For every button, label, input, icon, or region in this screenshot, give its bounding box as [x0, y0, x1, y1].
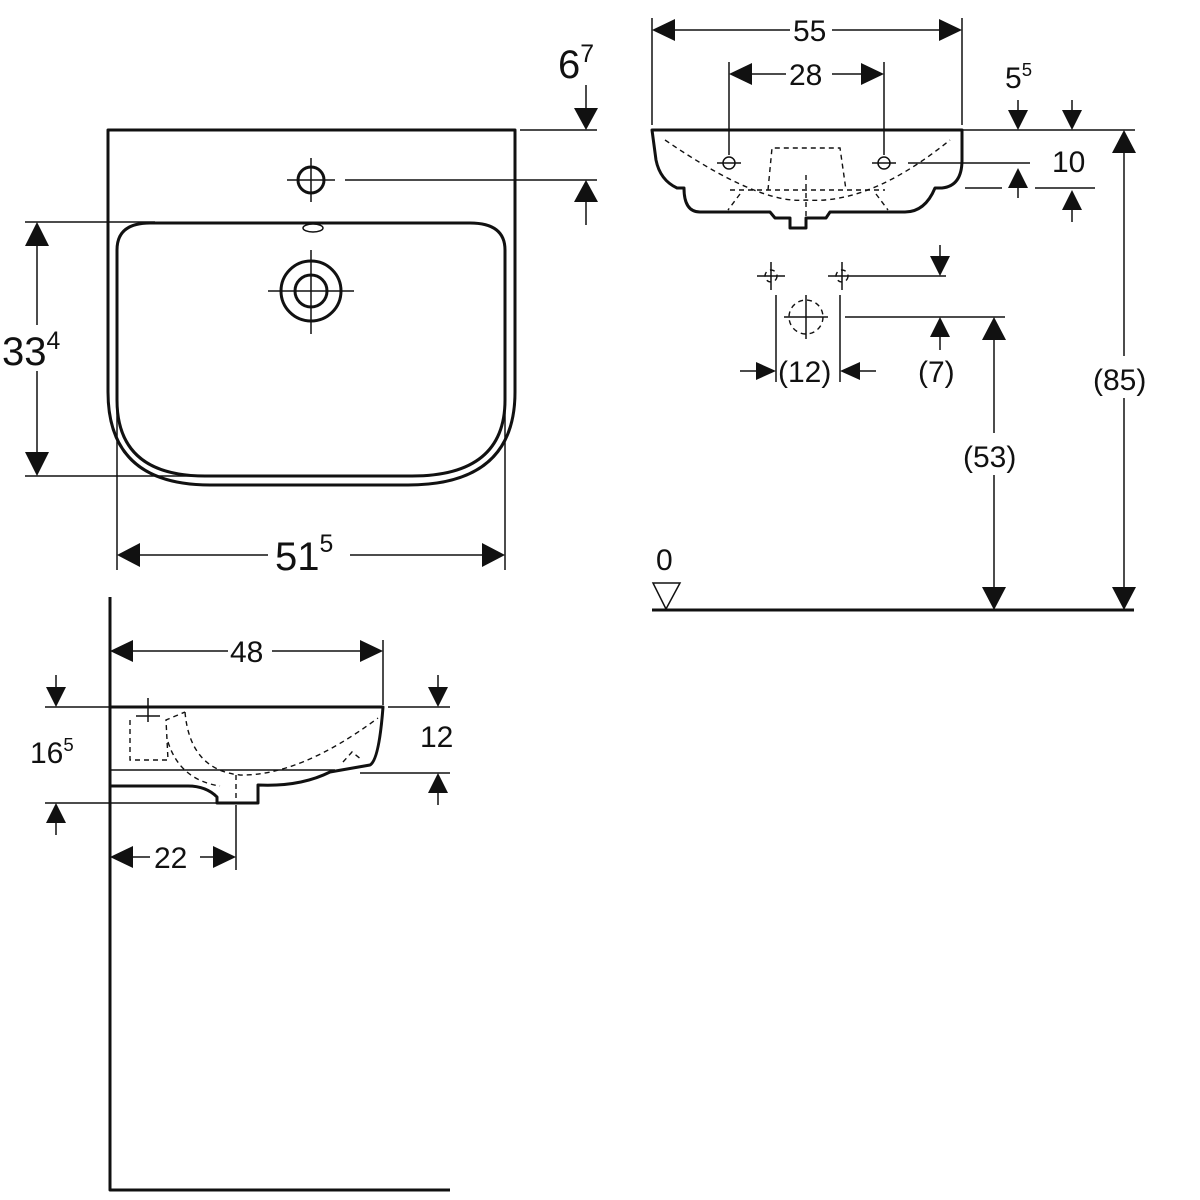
dim-overall-height-label: (85)	[1093, 364, 1146, 397]
dim-22-arrow-right	[213, 846, 236, 868]
dim-33-4-label-bg	[0, 325, 76, 371]
dim-22-arrow-left	[110, 846, 133, 868]
dim-55-arrow-left	[652, 19, 675, 41]
dim-53-arrow-top	[982, 317, 1006, 340]
dim-5-5-arrow-left	[1008, 110, 1028, 130]
bowl-hidden-line	[664, 139, 951, 202]
dim-85-arrow-top	[1112, 130, 1136, 153]
dim-bowl-width-label: 515	[275, 531, 333, 579]
side-hidden-bowl	[184, 711, 379, 776]
dim-6-7-arrow-bottom	[574, 180, 598, 202]
dim-tap-spacing-label: 28	[789, 59, 822, 92]
dim-rim-height-label: 10	[1052, 146, 1085, 179]
top-view: 67 334 515	[0, 41, 598, 579]
side-view: 48 165 12 22	[30, 597, 453, 1192]
dim-33-4-arrow-bottom	[25, 452, 49, 476]
dim-7-arrow-top	[930, 256, 950, 276]
overflow-hidden-line	[767, 147, 847, 191]
side-hidden-overflow	[129, 711, 186, 761]
dim-7-arrow-bottom	[930, 317, 950, 337]
dim-rim-offset-label: 55	[1005, 59, 1032, 95]
bowl-inner-outline	[115, 221, 507, 478]
dim-drain-distance-label: 22	[154, 842, 187, 875]
dim-10-arrow-right	[1062, 190, 1082, 210]
dim-overall-width-label: 55	[793, 15, 826, 48]
dim-16-5-arrow-bottom	[46, 803, 66, 823]
overflow-outline	[302, 223, 324, 233]
dim-side-rim-label: 12	[420, 721, 453, 754]
dim-53-arrow-bottom	[982, 587, 1006, 610]
dim-6-7-arrow-top	[574, 108, 598, 130]
dim-85-arrow-bottom	[1112, 587, 1136, 610]
dim-12-side-arrow-bottom	[428, 773, 448, 793]
dim-top-offset-label: 67	[558, 41, 594, 87]
dim-12-arrow-left	[756, 362, 776, 380]
dim-10-arrow-left	[1008, 168, 1028, 188]
side-hidden-bowl-left	[167, 741, 221, 787]
dim-drain-spacing-label: (12)	[778, 356, 831, 389]
dim-51-5-arrow-left	[117, 543, 140, 567]
floor-level-marker-icon	[651, 582, 682, 611]
dim-side-height-label: 165	[30, 734, 74, 770]
front-view: 55 28 55 10 (85)	[650, 15, 1156, 612]
dim-28-arrow-right	[861, 63, 884, 85]
dim-33-4-arrow-top	[25, 222, 49, 246]
dim-53-label-bg	[960, 433, 1030, 475]
dim-drain-offset-label: (7)	[918, 356, 955, 389]
dim-51-5-arrow-right	[482, 543, 505, 567]
side-hidden-rim	[342, 751, 363, 763]
dim-5-5-arrow-right	[1062, 110, 1082, 130]
dim-side-depth-label: 48	[230, 636, 263, 669]
dim-28-arrow-left	[729, 63, 752, 85]
basin-outline-side	[110, 705, 385, 805]
wall-and-floor-line	[108, 597, 450, 1192]
dim-drain-height-label: (53)	[963, 441, 1016, 474]
hidden-line-left	[727, 193, 741, 211]
basin-outline-front	[650, 128, 964, 230]
dim-16-5-arrow-top	[46, 687, 66, 707]
floor-level-label: 0	[656, 544, 673, 577]
dim-bowl-depth-label: 334	[2, 328, 61, 374]
dim-12-side-arrow-top	[428, 687, 448, 707]
dim-55-arrow-right	[939, 19, 962, 41]
dim-48-arrow-right	[360, 640, 383, 662]
dim-12-arrow-right	[840, 362, 860, 380]
hidden-line-right	[875, 193, 889, 211]
dim-48-arrow-left	[110, 640, 133, 662]
dim-85-label-bg	[1090, 356, 1156, 398]
